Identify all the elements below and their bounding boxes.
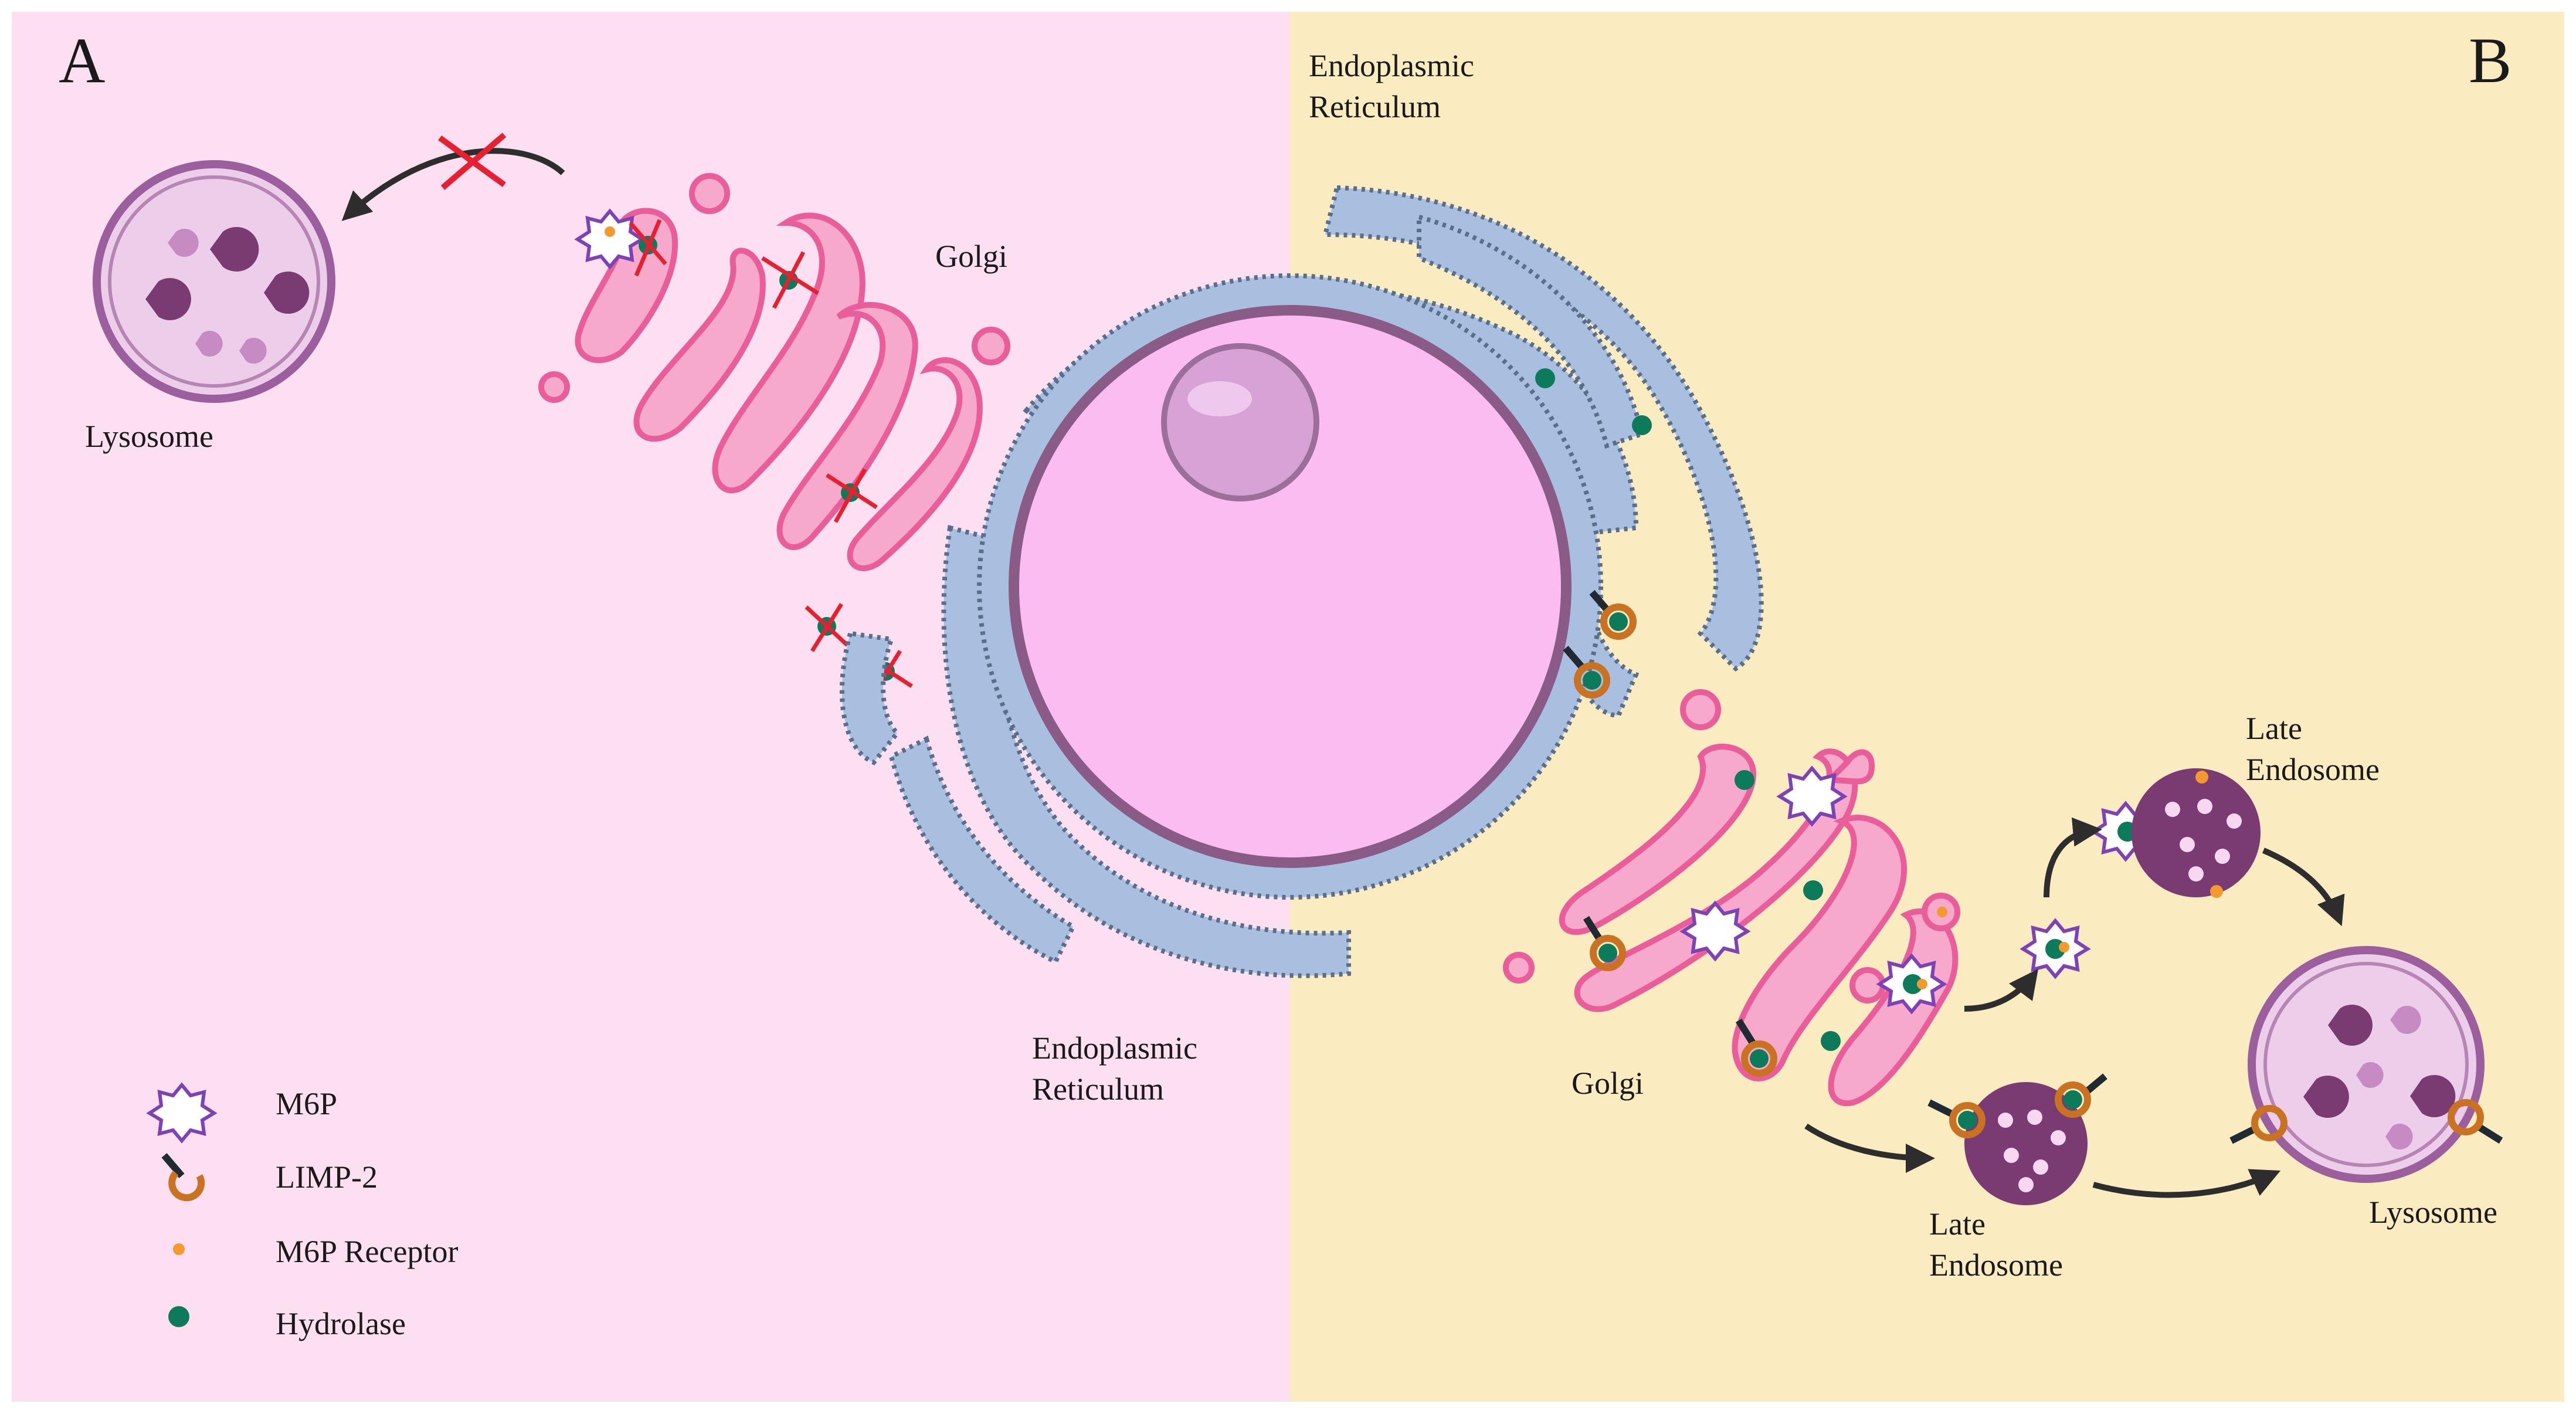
panel-a-label: A bbox=[59, 25, 105, 96]
limp2-icon bbox=[1583, 915, 1777, 1077]
blocked-transport-arrow bbox=[341, 148, 565, 221]
hydrolase-dot-icon bbox=[168, 1306, 189, 1327]
late-endosome-bottom bbox=[1927, 1073, 2107, 1205]
nucleus bbox=[977, 273, 1603, 900]
golgi-a-label: Golgi bbox=[935, 239, 1007, 274]
late-endosome-top bbox=[2132, 768, 2261, 898]
nucleolus bbox=[1161, 343, 1319, 501]
transport-arrows bbox=[1804, 817, 2345, 1198]
er-a-label-line2: Reticulum bbox=[1032, 1071, 1164, 1107]
er-b-label-line1: Endoplasmic bbox=[1309, 48, 1474, 83]
panel-b-label: B bbox=[2469, 25, 2511, 96]
legend-label-limp2: LIMP-2 bbox=[276, 1159, 378, 1195]
golgi-b-label: Golgi bbox=[1572, 1066, 1644, 1101]
golgi-b bbox=[1503, 689, 1960, 1107]
late-endosome-bottom-label-line2: Endosome bbox=[1929, 1247, 2063, 1283]
er-b-label-line2: Reticulum bbox=[1309, 89, 1441, 124]
limp2-icon bbox=[1563, 590, 1637, 698]
limp2-icon bbox=[161, 1153, 205, 1202]
legend: M6P LIMP-2 M6P Receptor Hydrolase bbox=[146, 1082, 458, 1341]
legend-label-hydrolase: Hydrolase bbox=[276, 1306, 406, 1341]
late-endosome-top-label-line2: Endosome bbox=[2246, 752, 2380, 787]
m6p-star-icon bbox=[146, 1082, 218, 1144]
lysosome-a bbox=[93, 160, 335, 403]
legend-label-m6p: M6P bbox=[276, 1086, 337, 1121]
m6p-star-icon bbox=[574, 208, 646, 270]
lysosome-b bbox=[2229, 946, 2503, 1183]
late-endosome-top-label-line1: Late bbox=[2246, 711, 2302, 746]
m6p-receptor-dot-icon bbox=[173, 1243, 185, 1255]
lysosome-b-label: Lysosome bbox=[2369, 1195, 2497, 1230]
er-a-label-line1: Endoplasmic bbox=[1032, 1030, 1197, 1066]
lysosome-a-label: Lysosome bbox=[85, 419, 213, 454]
legend-label-m6p-receptor: M6P Receptor bbox=[276, 1234, 458, 1269]
block-cross-icon bbox=[438, 133, 507, 190]
late-endosome-bottom-label-line1: Late bbox=[1929, 1206, 1986, 1242]
hydrolase-dot-icon bbox=[1535, 368, 1652, 435]
